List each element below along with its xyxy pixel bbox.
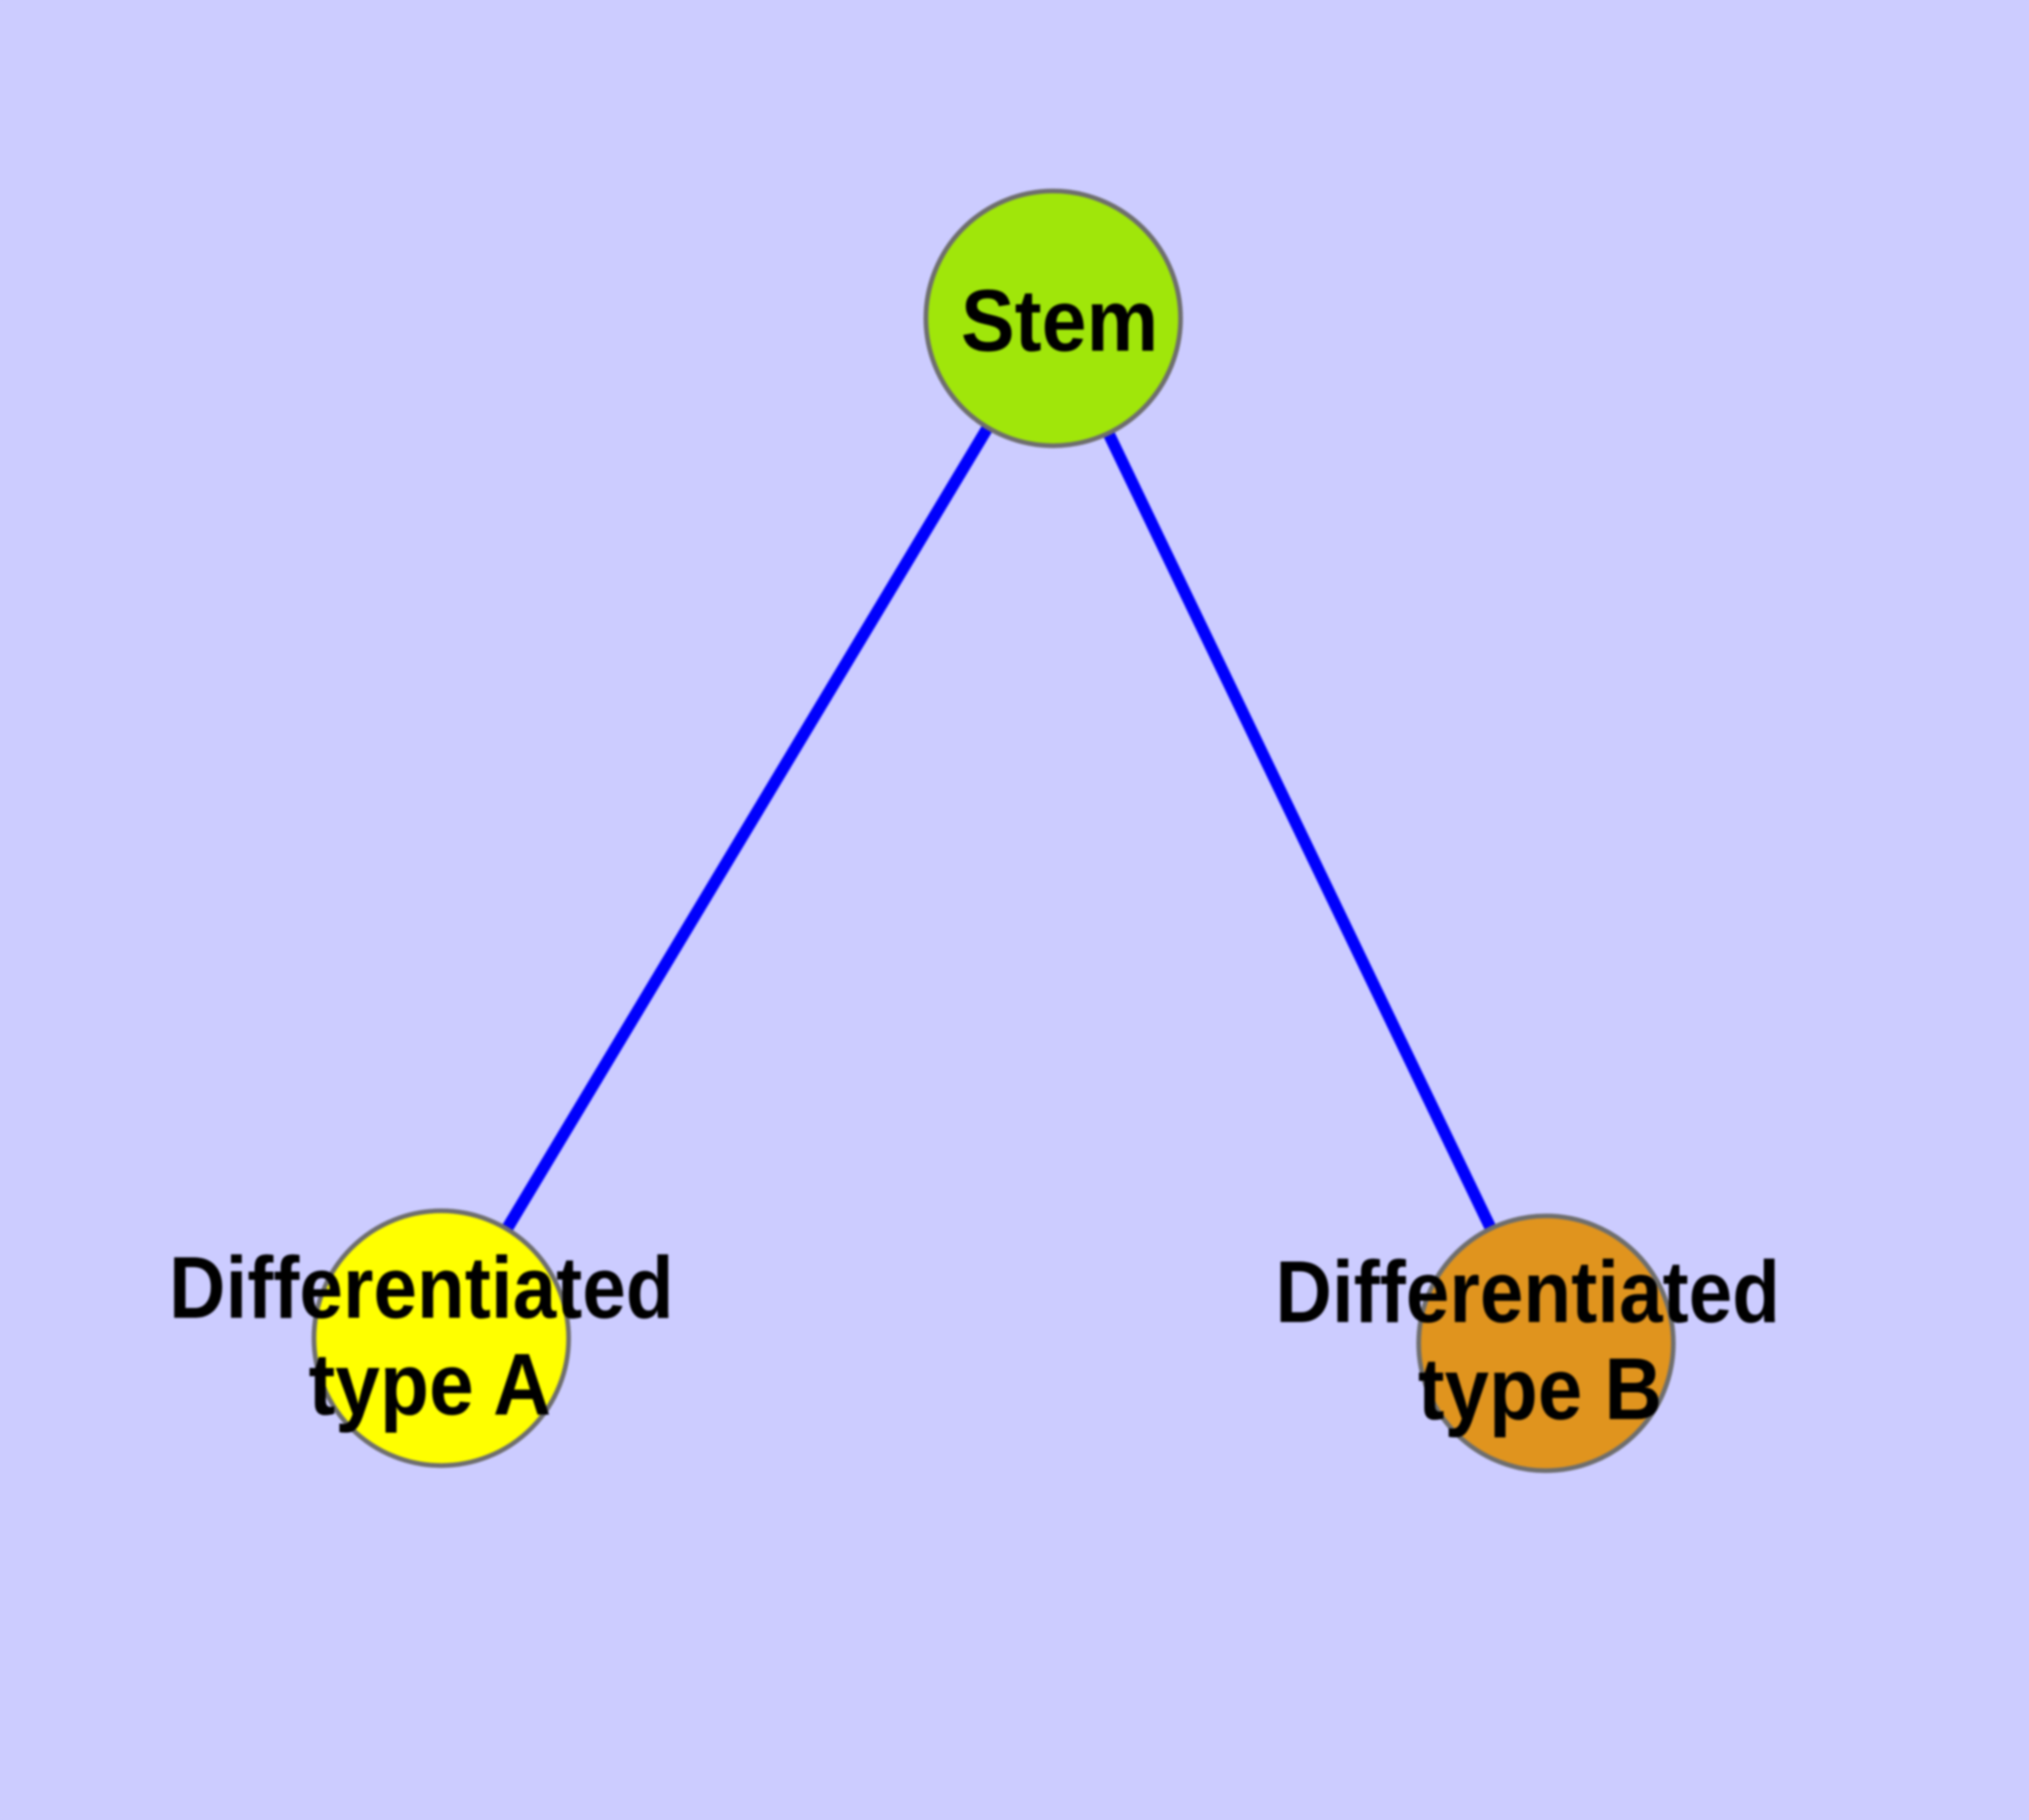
node-diff-b [1416,1213,1676,1474]
node-diff-a [311,1208,571,1468]
node-diff-a-label-line1: Differentiated [169,1239,674,1336]
edges-layer [436,315,1552,1347]
node-diff-a-label-line2: type A [309,1336,552,1434]
node-stem [923,188,1183,449]
edge-stem-diff-b [1048,315,1552,1347]
node-diff-b-label-line1: Differentiated [1276,1243,1780,1341]
node-diff-b-label-line2: type B [1418,1340,1662,1438]
node-diff-a-circle [311,1208,571,1468]
edge-stem-diff-a [436,315,1059,1342]
node-diff-b-circle [1416,1213,1676,1474]
node-stem-circle [923,188,1183,449]
node-stem-label-line1: Stem [961,272,1158,369]
